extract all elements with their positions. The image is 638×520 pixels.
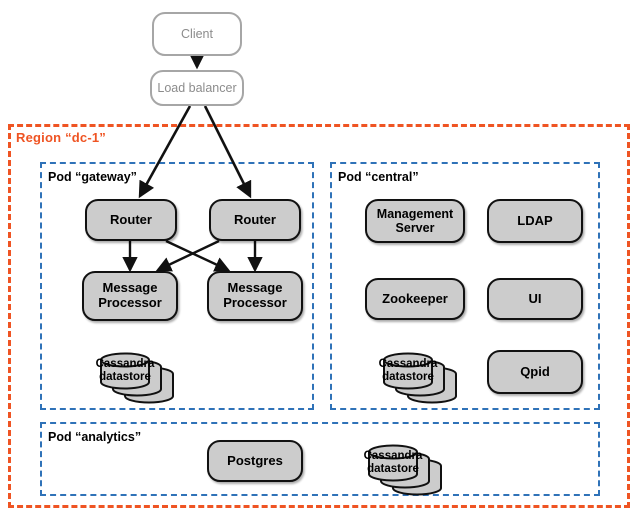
node-router-2-label: Router	[234, 211, 276, 227]
node-ui-label: UI	[528, 290, 542, 306]
node-message-processor-1-label-line2: Processor	[98, 295, 162, 310]
node-management-server[interactable]: Management Server	[365, 199, 465, 243]
node-ldap[interactable]: LDAP	[487, 199, 583, 243]
cylinder-stack-icon	[383, 352, 457, 404]
node-zookeeper[interactable]: Zookeeper	[365, 278, 465, 320]
pod-central-label: Pod “central”	[338, 170, 419, 184]
region-dc-1-frame	[8, 124, 630, 508]
cylinder-stack-icon	[100, 352, 174, 404]
node-zookeeper-label: Zookeeper	[382, 290, 448, 306]
node-message-processor-2-label-line2: Processor	[223, 295, 287, 310]
node-router-1[interactable]: Router	[85, 199, 177, 241]
node-message-processor-2-label-line1: Message	[227, 280, 283, 296]
node-postgres-label: Postgres	[227, 452, 283, 468]
node-message-processor-1[interactable]: Message Processor	[82, 271, 178, 321]
pod-central-frame	[330, 162, 600, 410]
pod-analytics-frame	[40, 422, 600, 496]
node-cassandra-central[interactable]: Cassandra datastore	[358, 338, 486, 404]
pod-gateway-label: Pod “gateway”	[48, 170, 137, 184]
region-dc-1-label: Region “dc-1”	[16, 130, 106, 145]
node-router-2[interactable]: Router	[209, 199, 301, 241]
pod-analytics-label: Pod “analytics”	[48, 430, 142, 444]
node-cassandra-analytics[interactable]: Cassandra datastore	[343, 430, 471, 496]
node-message-processor-1-label-line1: Message	[102, 280, 158, 296]
cylinder-stack-icon	[368, 444, 442, 496]
node-router-1-label: Router	[110, 211, 152, 227]
node-cassandra-gateway[interactable]: Cassandra datastore	[75, 338, 203, 404]
node-load-balancer[interactable]: Load balancer	[150, 70, 244, 106]
node-qpid-label: Qpid	[520, 363, 550, 379]
node-management-server-label-line2: Server	[395, 221, 435, 235]
node-qpid[interactable]: Qpid	[487, 350, 583, 394]
node-ldap-label: LDAP	[517, 212, 553, 228]
node-postgres[interactable]: Postgres	[207, 440, 303, 482]
node-management-server-label-line1: Management	[376, 206, 454, 221]
node-load-balancer-label: Load balancer	[157, 81, 237, 95]
node-message-processor-2[interactable]: Message Processor	[207, 271, 303, 321]
node-client-label: Client	[181, 27, 213, 41]
node-client[interactable]: Client	[152, 12, 242, 56]
node-ui[interactable]: UI	[487, 278, 583, 320]
